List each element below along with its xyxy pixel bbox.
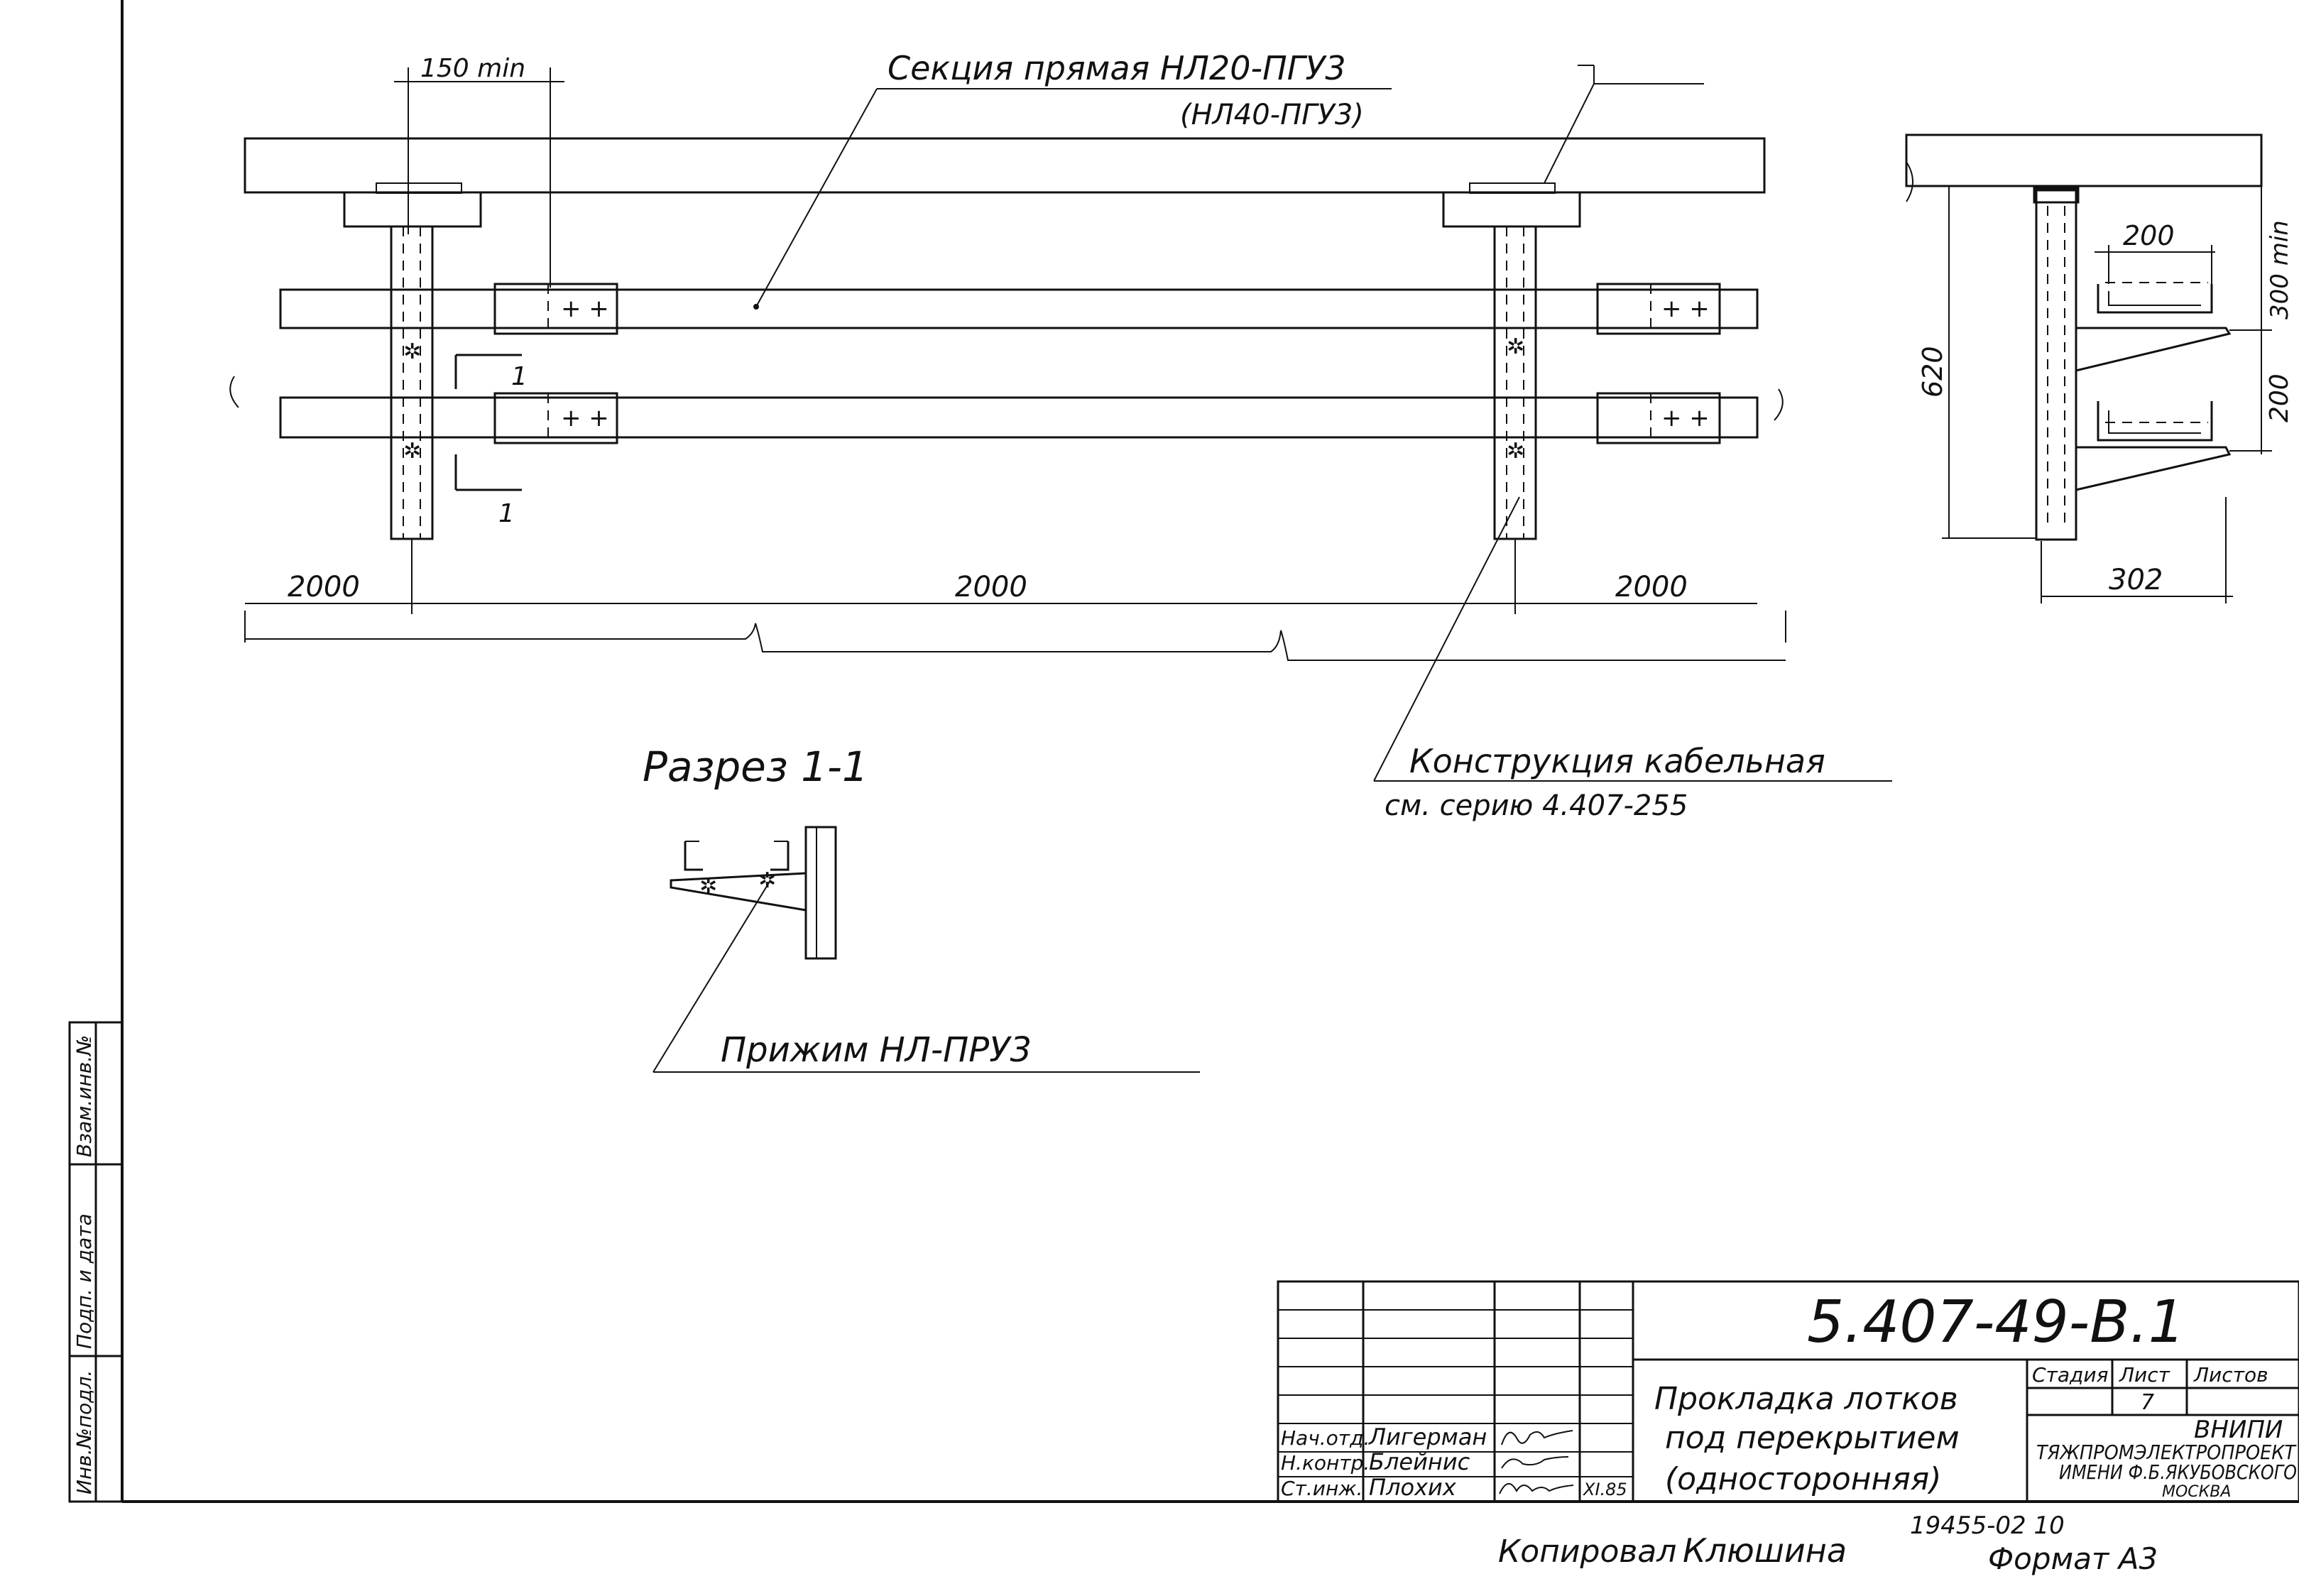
org-4: МОСКВА [2162,1483,2231,1501]
org-1: ВНИПИ [2194,1416,2283,1444]
copier-name: Клюшина [1683,1531,1847,1570]
tray-upper: + + + + [279,283,1759,335]
sheet-number: 7 [2141,1390,2154,1415]
side-dim-620: 620 [1917,346,1948,398]
org-2: ТЯЖПРОМЭЛЕКТРОПРОЕКТ [2036,1441,2297,1464]
desc-3: (односторонняя) [1665,1461,1941,1497]
leader-top-right [1544,65,1704,184]
svg-text:+ +: + + [1661,404,1710,432]
role-1: Нач.отд. [1281,1426,1370,1450]
dim-150min: 150 min [394,54,564,288]
date: XI.85 [1582,1480,1627,1499]
section-view: Разрез 1-1 ✲ ✲ Прижим НЛ-ПРУ3 [643,743,1200,1073]
role-2: Н.контр. [1281,1451,1370,1475]
side-slab [1905,133,2263,187]
dim-right-value: 2000 [1615,571,1688,603]
dim-left-value: 2000 [288,571,360,603]
svg-text:+ +: + + [561,404,609,432]
sheet-header: Лист [2119,1363,2170,1387]
section-alt-name: (НЛ40-ПГУ3) [1180,99,1364,131]
desc-2: под перекрытием [1665,1420,1960,1456]
clamp-marks: ✲ ✲ ✲ ✲ [403,334,1524,464]
signatures [1499,1430,1574,1494]
construction-label: Конструкция кабельная см. серию 4.407-25… [1373,496,1892,822]
min-label: 150 min [420,54,525,83]
svg-text:✲: ✲ [758,868,776,893]
footer: Копировал Клюшина 19455-02 10 Формат А3 [1498,1512,2158,1576]
svg-text:✲: ✲ [699,874,717,899]
desc-1: Прокладка лотков [1654,1381,1958,1417]
archive-number: 19455-02 10 [1910,1512,2065,1540]
cable-construction-right [1442,182,1581,540]
side-dim-300min: 300 min [2266,220,2294,319]
stage-header: Стадия [2032,1363,2108,1387]
dim-mid-value: 2000 [955,571,1027,603]
cut-mark-label-top: 1 [511,362,528,391]
section-label: Секция прямая НЛ20-ПГУ3 (НЛ40-ПГУ3) [753,49,1392,310]
title-block: Нач.отд. Лигерман Н.контр. Блейнис Ст.ин… [1277,1280,2299,1503]
doc-code: 5.407-49-В.1 [1807,1289,2185,1356]
construction-name: Конструкция кабельная [1409,742,1825,780]
stamp-replacement-inv: Взам.инв.№ [72,1035,96,1157]
side-dim-200-side: 200 [2265,373,2294,422]
cut-mark-label-bottom: 1 [498,499,515,528]
concrete-slab [244,137,1766,194]
role-3: Ст.инж. [1281,1477,1363,1500]
side-dim-302: 302 [2109,564,2163,596]
copied-by: Копировал [1498,1534,1676,1570]
section-title: Разрез 1-1 [643,743,868,791]
svg-text:✲: ✲ [1507,439,1524,464]
section-name: Секция прямая НЛ20-ПГУ3 [888,49,1346,87]
svg-text:✲: ✲ [403,439,421,464]
svg-text:+ +: + + [561,295,609,323]
side-view: 620 200 300 min 200 302 [1905,133,2294,603]
cable-construction-left [343,182,482,540]
name-3: Плохих [1369,1474,1457,1501]
name-1: Лигерман [1368,1423,1487,1450]
org-3: ИМЕНИ Ф.Б.ЯКУБОВСКОГО [2059,1460,2297,1484]
side-dim-200-top: 200 [2123,220,2175,251]
side-stamp: Взам.инв.№ Подп. и дата Инв.№подл. [68,1021,124,1503]
format: Формат А3 [1988,1541,2158,1576]
stamp-original-inv: Инв.№подл. [72,1370,96,1494]
stamp-signature-date: Подп. и дата [72,1213,96,1349]
sheet-frame [121,0,2299,1503]
name-2: Блейнис [1369,1448,1470,1475]
svg-text:+ +: + + [1661,295,1710,323]
svg-text:✲: ✲ [403,339,421,364]
clamp-label: Прижим НЛ-ПРУ3 [721,1030,1032,1070]
construction-ref: см. серию 4.407-255 [1385,789,1688,822]
tray-lower: + + + + [279,392,1759,444]
sheets-header: Листов [2193,1363,2268,1387]
cut-mark: 1 1 [454,354,528,528]
dim-horizontal: 2000 2000 2000 [244,540,1786,661]
plan-view: + + + + + + + + ✲ ✲ ✲ ✲ [229,49,1892,822]
svg-text:✲: ✲ [1507,334,1524,359]
